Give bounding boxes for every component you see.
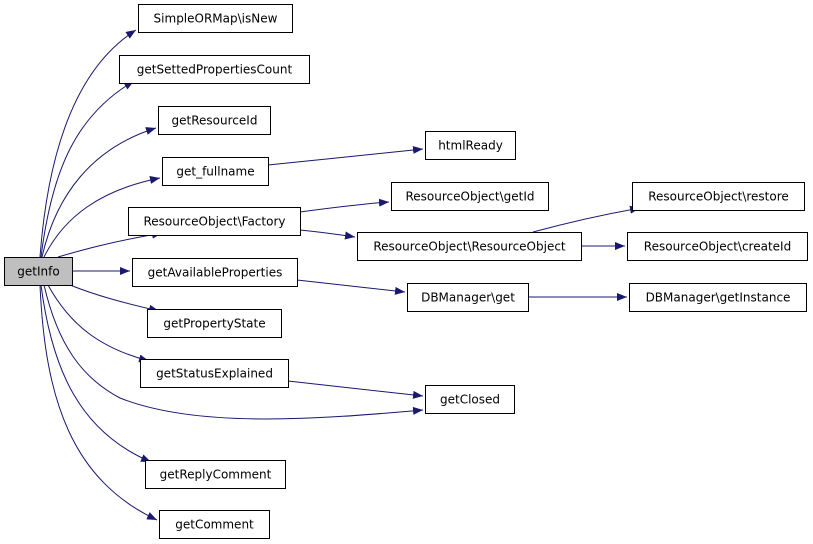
node-roCtor[interactable]: ResourceObject\ResourceObject bbox=[357, 232, 582, 261]
node-getStatusExplained[interactable]: getStatusExplained bbox=[140, 359, 289, 388]
node-layer: getInfo SimpleORMap\isNew getSettedPropert… bbox=[4, 4, 808, 539]
node-label: DBManager\getInstance bbox=[646, 291, 791, 305]
node-label: getResourceId bbox=[172, 114, 258, 128]
node-label: htmlReady bbox=[438, 139, 503, 153]
edge-getAvailableProperties-to-dbGet bbox=[296, 279, 406, 295]
node-htmlReady[interactable]: htmlReady bbox=[425, 131, 516, 160]
node-label: getSettedPropertiesCount bbox=[137, 63, 293, 77]
node-box bbox=[158, 106, 271, 135]
edge-layer bbox=[39, 29, 641, 521]
node-label: ResourceObject\createId bbox=[644, 240, 791, 254]
node-label: getPropertyState bbox=[163, 317, 265, 331]
node-getResourceId[interactable]: getResourceId bbox=[158, 106, 271, 135]
node-label: getClosed bbox=[440, 393, 500, 407]
node-box bbox=[632, 182, 805, 211]
edge-getInfo-to-getSettedPropertiesCount bbox=[40, 80, 135, 258]
edge-getStatusExplained-to-getClosed bbox=[287, 380, 424, 399]
node-getAvailableProperties[interactable]: getAvailableProperties bbox=[132, 258, 298, 287]
node-label: getInfo bbox=[17, 265, 59, 279]
node-box bbox=[425, 385, 515, 414]
node-box bbox=[425, 131, 516, 160]
node-isNew[interactable]: SimpleORMap\isNew bbox=[138, 4, 293, 33]
node-dbGet[interactable]: DBManager\get bbox=[407, 283, 529, 312]
edge-getInfo-to-getClosed bbox=[43, 284, 424, 420]
node-box bbox=[119, 55, 310, 84]
node-box bbox=[132, 258, 298, 287]
node-label: ResourceObject\ResourceObject bbox=[373, 240, 566, 254]
node-box bbox=[407, 283, 529, 312]
node-getSettedPropertiesCount[interactable]: getSettedPropertiesCount bbox=[119, 55, 310, 84]
node-getInfo[interactable]: getInfo bbox=[4, 257, 73, 286]
node-getPropertyState[interactable]: getPropertyState bbox=[147, 309, 282, 338]
edge-get_fullname-to-htmlReady bbox=[267, 145, 424, 166]
node-box bbox=[357, 232, 582, 261]
node-box bbox=[147, 309, 282, 338]
node-get_fullname[interactable]: get_fullname bbox=[162, 157, 269, 186]
node-box bbox=[140, 359, 289, 388]
node-box bbox=[391, 182, 549, 211]
edge-factory-to-roCtor bbox=[299, 229, 356, 240]
node-getComment[interactable]: getComment bbox=[159, 510, 270, 539]
node-label: getComment bbox=[175, 518, 254, 532]
node-getReplyComment[interactable]: getReplyComment bbox=[145, 460, 286, 489]
node-box bbox=[145, 460, 286, 489]
edge-getInfo-to-getResourceId bbox=[41, 127, 157, 258]
node-factory[interactable]: ResourceObject\Factory bbox=[128, 207, 301, 236]
edge-getInfo-to-factory bbox=[57, 230, 163, 258]
node-roRestore[interactable]: ResourceObject\restore bbox=[632, 182, 805, 211]
edge-getInfo-to-getPropertyState bbox=[69, 284, 160, 313]
edge-factory-to-roGetId bbox=[299, 198, 390, 213]
node-box bbox=[128, 207, 301, 236]
node-box bbox=[138, 4, 293, 33]
node-getClosed[interactable]: getClosed bbox=[425, 385, 515, 414]
node-dbGetInstance[interactable]: DBManager\getInstance bbox=[629, 283, 807, 312]
edge-getInfo-to-getComment bbox=[39, 284, 158, 521]
node-label: DBManager\get bbox=[421, 291, 515, 305]
node-box bbox=[4, 257, 73, 286]
node-label: getReplyComment bbox=[160, 468, 272, 482]
node-label: get_fullname bbox=[176, 165, 254, 179]
edge-getInfo-to-isNew bbox=[39, 29, 137, 258]
node-label: ResourceObject\Factory bbox=[144, 215, 286, 229]
node-label: ResourceObject\restore bbox=[648, 190, 789, 204]
edge-roCtor-to-roRestore bbox=[532, 205, 641, 233]
edge-getInfo-to-get_fullname bbox=[43, 176, 161, 258]
node-box bbox=[629, 283, 807, 312]
node-label: SimpleORMap\isNew bbox=[154, 12, 278, 26]
edge-getInfo-to-getStatusExplained bbox=[47, 284, 150, 363]
node-roCreateId[interactable]: ResourceObject\createId bbox=[627, 232, 808, 261]
node-box bbox=[162, 157, 269, 186]
node-label: getStatusExplained bbox=[156, 367, 273, 381]
edge-getInfo-to-getReplyComment bbox=[40, 284, 152, 463]
node-roGetId[interactable]: ResourceObject\getId bbox=[391, 182, 549, 211]
node-box bbox=[627, 232, 808, 261]
node-label: ResourceObject\getId bbox=[405, 190, 534, 204]
node-box bbox=[159, 510, 270, 539]
node-label: getAvailableProperties bbox=[148, 266, 283, 280]
